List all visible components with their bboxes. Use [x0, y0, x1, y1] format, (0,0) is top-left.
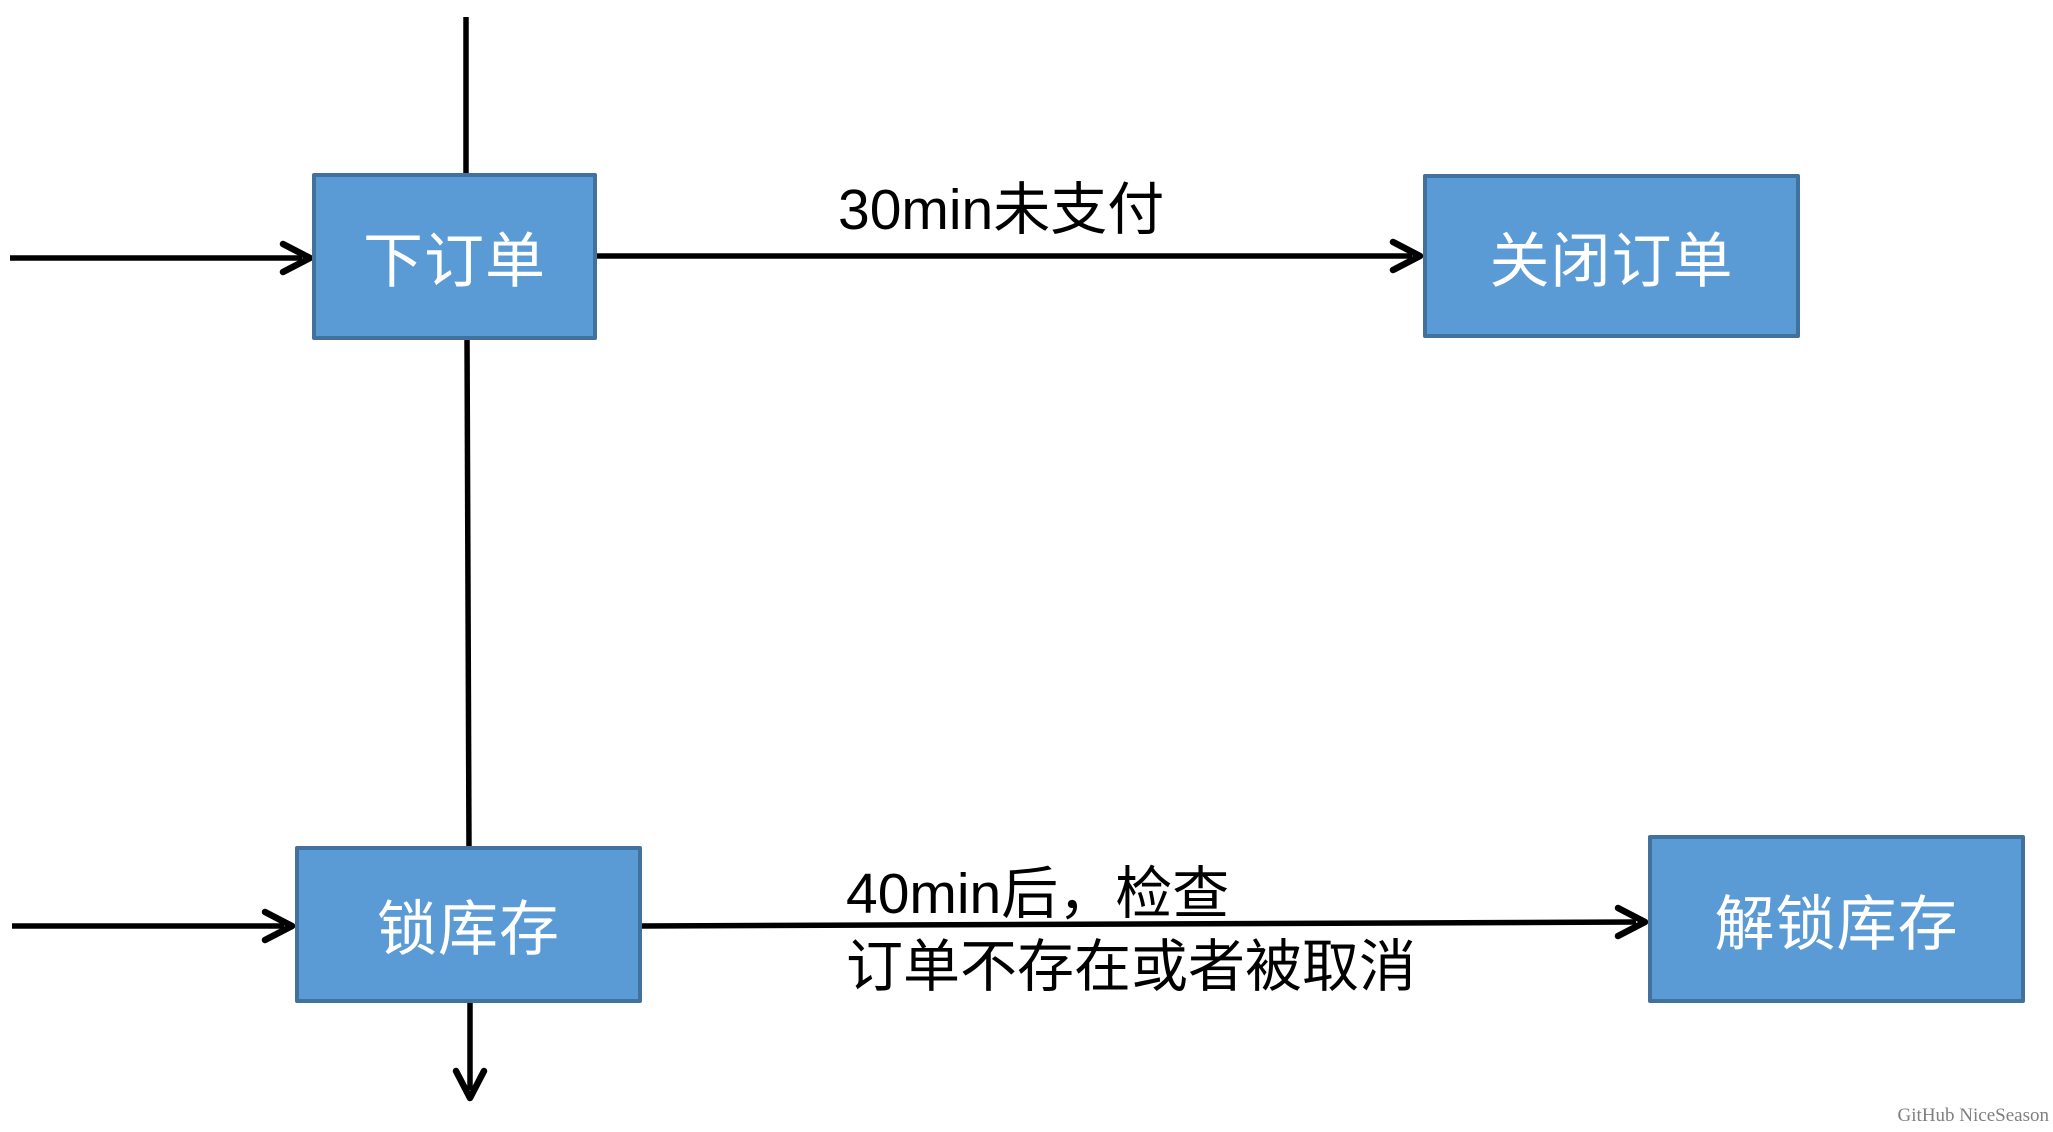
node-place-order: 下订单	[312, 173, 597, 340]
node-lock-stock: 锁库存	[295, 846, 642, 1003]
node-unlock-stock: 解锁库存	[1648, 835, 2025, 1003]
node-close-order-label: 关闭订单	[1489, 227, 1734, 295]
connector-place-order-to-lock-stock	[464, 334, 472, 851]
arrow-lock-stock-to-unlock-stock	[641, 904, 1649, 940]
edge-label-40min-check: 40min后，检查 订单不存在或者被取消	[846, 858, 1416, 1004]
arrow-down-out-of-lock-stock	[452, 1003, 488, 1102]
node-close-order: 关闭订单	[1423, 174, 1800, 338]
edge-label-30min-unpaid: 30min未支付	[838, 178, 1165, 242]
edge-label-40min-check-line1: 40min后，检查	[846, 862, 1230, 926]
watermark-text: GitHub NiceSeason	[1897, 1105, 2049, 1126]
node-unlock-stock-label: 解锁库存	[1714, 890, 1959, 958]
node-lock-stock-label: 锁库存	[377, 896, 560, 963]
edge-label-40min-check-line2: 订单不存在或者被取消	[846, 935, 1416, 999]
arrow-left-into-lock-stock	[12, 908, 296, 944]
node-place-order-label: 下订单	[363, 228, 546, 295]
arrow-place-order-to-close-order	[597, 238, 1424, 274]
arrow-left-into-place-order	[10, 240, 314, 276]
